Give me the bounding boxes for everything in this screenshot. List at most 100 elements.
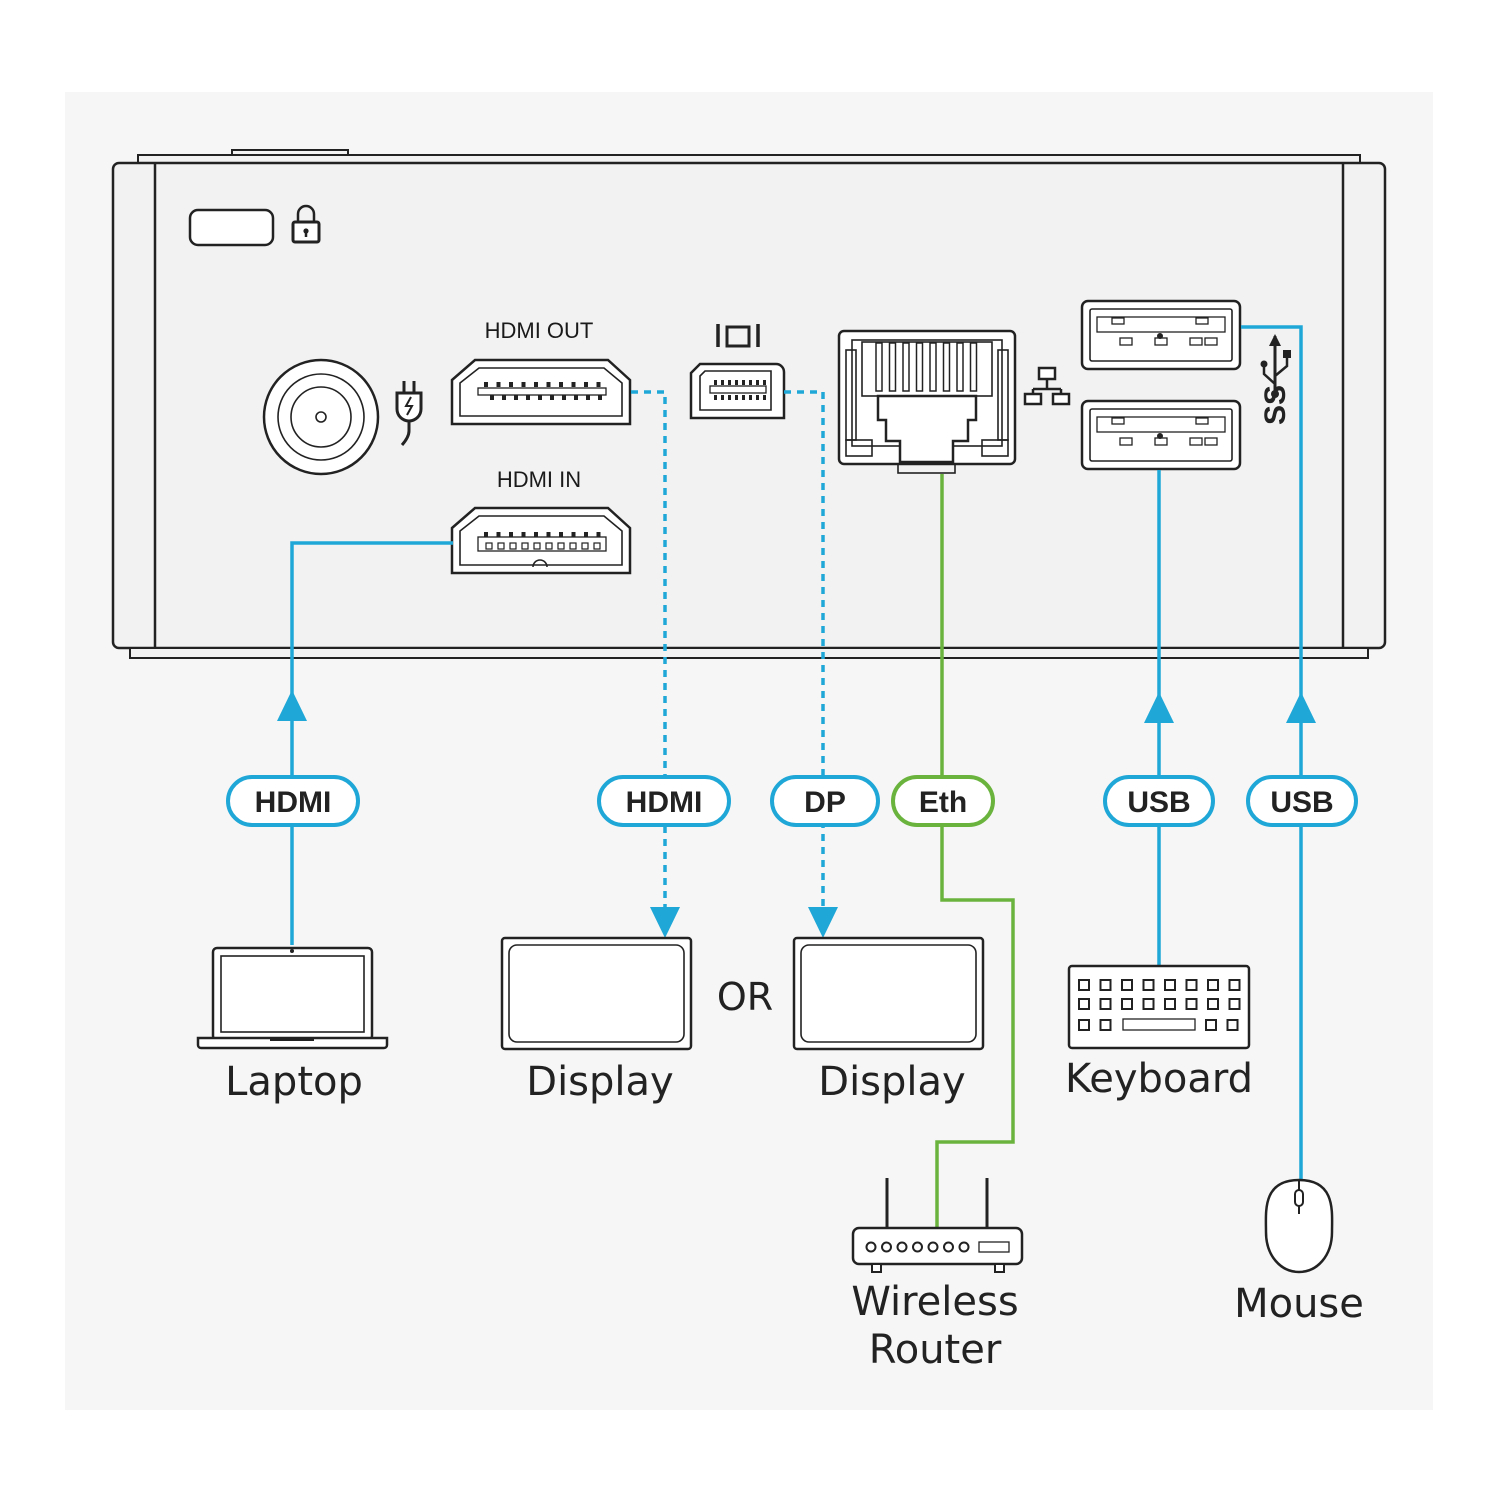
dp-pin: [735, 380, 738, 385]
usb-contact: [1195, 417, 1209, 425]
router-led: [865, 1241, 877, 1253]
hdmi-out-pin: [534, 382, 538, 387]
security-slot: [188, 208, 275, 247]
ethernet-contact: [942, 342, 951, 392]
keyboard-key: [1078, 979, 1090, 991]
usb-contact: [1204, 337, 1218, 346]
keyboard-key: [1099, 998, 1112, 1010]
hdmi-out-label: HDMI OUT: [485, 318, 594, 343]
power-plug-icon: [395, 381, 423, 446]
displayport-icon: [716, 324, 760, 348]
usb-contact: [1157, 433, 1163, 439]
or-label: OR: [717, 975, 773, 1019]
hdmi-in-pin: [596, 532, 601, 537]
keyboard-key: [1185, 979, 1198, 991]
hdmi-out-pin: [562, 395, 566, 400]
hdmi-in-label: HDMI IN: [497, 467, 581, 492]
keyboard-key: [1078, 1019, 1090, 1031]
dp-pin: [735, 395, 738, 400]
hdmi-out-pin: [484, 382, 488, 387]
arrow-hdmi-out: [650, 907, 680, 938]
arrow-dp: [808, 907, 838, 938]
network-icon: [1023, 366, 1071, 406]
usb-contact: [1204, 437, 1218, 446]
cable-dp: [784, 390, 825, 925]
hdmi-out-pin: [550, 395, 554, 400]
hdmi-in-pin: [533, 542, 541, 550]
svg-text:HDMI: HDMI: [626, 786, 703, 819]
display-1-label: Display: [526, 1059, 673, 1105]
router-led: [881, 1241, 892, 1253]
keyboard-key: [1207, 979, 1219, 991]
arrow-hdmi-in: [277, 690, 307, 721]
dp-pin: [728, 395, 731, 400]
router-led: [927, 1241, 939, 1253]
power-connector: [262, 358, 380, 476]
display-1-icon: [500, 936, 693, 1051]
keyboard-key: [1207, 998, 1219, 1010]
hdmi-out-pin: [546, 382, 551, 387]
hdmi-in-pin: [521, 542, 529, 550]
cable-label-hdmi-in: HDMI: [226, 775, 360, 827]
usb-contact: [1119, 437, 1133, 446]
hdmi-in-pin: [484, 532, 488, 537]
display-2-icon: [792, 936, 985, 1051]
usb-contact: [1111, 317, 1125, 325]
router-label-line2: Router: [869, 1327, 1002, 1373]
mouse-label: Mouse: [1234, 1281, 1364, 1327]
hdmi-in-pin: [485, 542, 493, 550]
usb-contact: [1111, 417, 1125, 425]
hdmi-out-pin: [559, 382, 563, 387]
dp-pin: [721, 380, 724, 385]
hdmi-in-pin: [497, 542, 505, 550]
keyboard-key: [1185, 998, 1198, 1010]
keyboard-icon: [1067, 964, 1251, 1050]
usb-superspeed-icon: SS: [1259, 334, 1292, 425]
ethernet-contact: [875, 342, 883, 392]
keyboard-key: [1099, 1019, 1112, 1031]
ethernet-contact: [888, 342, 897, 392]
dp-pin: [728, 380, 731, 385]
arrow-usb-keyboard: [1144, 692, 1174, 723]
dp-pin: [763, 380, 766, 385]
usb-contact: [1157, 333, 1163, 339]
keyboard-key: [1142, 998, 1155, 1010]
ethernet-port: [837, 329, 1017, 474]
ethernet-contact: [915, 342, 924, 392]
hdmi-out-pin: [596, 382, 601, 387]
dp-pin: [742, 380, 745, 385]
hdmi-out-pin: [586, 395, 590, 400]
keyboard-key: [1164, 998, 1176, 1010]
display-2-label: Display: [818, 1059, 965, 1105]
svg-text:DP: DP: [804, 786, 846, 819]
keyboard-key: [1121, 979, 1133, 991]
hdmi-in-pin: [581, 542, 589, 550]
dp-pin: [742, 395, 745, 400]
keyboard-key: [1228, 998, 1241, 1010]
hdmi-in-pin: [557, 542, 565, 550]
keyboard-key: [1142, 979, 1155, 991]
svg-text:Eth: Eth: [919, 786, 967, 819]
hdmi-in-pin: [534, 532, 538, 537]
hdmi-out-pin: [514, 395, 518, 400]
usb-contact: [1189, 437, 1203, 446]
keyboard-key: [1228, 979, 1241, 991]
hdmi-in-pin: [521, 532, 526, 537]
svg-text:USB: USB: [1127, 786, 1190, 819]
hdmi-out-pin: [538, 395, 542, 400]
dp-pin: [714, 395, 717, 400]
dp-pin: [714, 380, 717, 385]
keyboard-key: [1164, 979, 1176, 991]
hdmi-out-pin: [571, 382, 576, 387]
router-led: [896, 1241, 908, 1253]
dp-pin: [763, 395, 766, 400]
keyboard-key: [1099, 979, 1112, 991]
cable-label-dp: DP: [770, 775, 880, 827]
cable-label-usb-mouse: USB: [1246, 775, 1358, 827]
router-led: [912, 1241, 923, 1253]
ethernet-contact: [956, 342, 964, 392]
cable-ethernet: [935, 474, 1015, 1228]
usb-contact: [1154, 437, 1168, 446]
dp-pin: [749, 380, 752, 385]
